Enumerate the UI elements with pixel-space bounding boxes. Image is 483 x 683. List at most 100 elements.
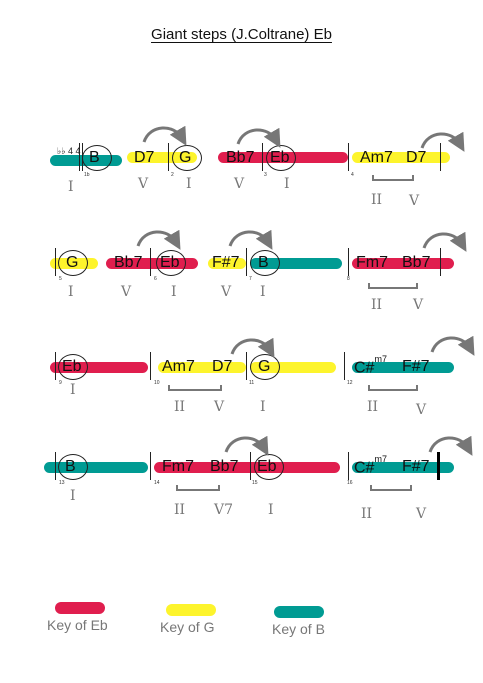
key-stripe-b [352, 462, 454, 473]
chord-symbol: B [65, 458, 76, 475]
roman-numeral: V [121, 284, 132, 300]
roman-numeral: I [70, 488, 76, 504]
legend-label-g: Key of G [160, 619, 215, 635]
key-stripe-g [208, 258, 246, 269]
roman-numeral: II [361, 506, 373, 522]
chord-symbol: Eb [62, 358, 82, 375]
barline [348, 248, 349, 276]
resolution-arrow-icon [420, 131, 465, 152]
chord-symbol: Eb [270, 149, 290, 166]
measure-number: 14 [154, 480, 160, 486]
roman-numeral: II [174, 399, 186, 415]
measure-number: 4 [351, 172, 354, 178]
measure-number: 10 [154, 380, 160, 386]
chord-symbol: Am7 [360, 149, 393, 166]
barline [55, 248, 56, 276]
barline [150, 452, 151, 480]
barline [348, 452, 349, 480]
ii-v-bracket [370, 485, 412, 491]
roman-numeral: II [174, 502, 186, 518]
chord-symbol: Bb7 [226, 149, 255, 166]
legend-swatch-eb [55, 602, 105, 614]
resolution-arrow-icon [142, 125, 187, 146]
chord-symbol: B [89, 149, 100, 166]
roman-numeral: V [138, 176, 149, 192]
measure-number: 6 [154, 276, 157, 282]
ii-v-bracket [368, 283, 418, 289]
legend-swatch-g [166, 604, 216, 616]
key-stripe-eb [154, 462, 340, 473]
barline [168, 143, 169, 171]
chord-symbol: G [66, 254, 79, 271]
measure-number: 3 [264, 172, 267, 178]
ii-v-bracket [368, 385, 418, 391]
key-stripe-eb [50, 362, 148, 373]
key-signature: ♭♭ 4 4 [57, 146, 81, 156]
resolution-arrow-icon [136, 229, 181, 250]
key-stripe-eb [352, 258, 454, 269]
ii-v-bracket [176, 485, 220, 491]
roman-numeral: I [171, 284, 177, 300]
roman-numeral: II [371, 192, 383, 208]
barline [344, 352, 345, 380]
ii-v-bracket [372, 175, 414, 181]
roman-numeral: I [260, 399, 266, 415]
chord-symbol: Fm7 [356, 254, 388, 271]
barline [55, 352, 56, 380]
legend-swatch-b [274, 606, 324, 618]
resolution-arrow-icon [422, 231, 467, 252]
chord-quality: m7 [374, 454, 387, 464]
barline [150, 248, 151, 276]
measure-number: 16 [347, 480, 353, 486]
measure-number: 7 [249, 276, 252, 282]
barline [440, 248, 441, 276]
key-stripe-g [127, 152, 197, 163]
resolution-arrow-icon [224, 435, 269, 456]
tonic-circle [266, 145, 296, 171]
measure-number: 11 [249, 380, 255, 386]
chord-symbol: Am7 [162, 358, 195, 375]
barline [55, 452, 56, 480]
barline [262, 143, 263, 171]
key-stripe-b [352, 362, 454, 373]
ii-v-bracket [168, 385, 222, 391]
barline [250, 452, 251, 480]
roman-numeral: II [367, 399, 379, 415]
tonic-circle [254, 454, 284, 480]
chord-symbol: C#m7 [354, 354, 387, 377]
resolution-arrow-icon [236, 127, 281, 148]
chord-symbol: Bb7 [210, 458, 239, 475]
barline [440, 143, 441, 171]
measure-number: 13 [59, 480, 65, 486]
roman-numeral: I [68, 179, 74, 195]
tonic-circle [58, 354, 88, 380]
legend-label-eb: Key of Eb [47, 617, 108, 633]
key-stripe-b [44, 462, 148, 473]
roman-numeral: I [284, 176, 290, 192]
barline [150, 352, 151, 380]
key-stripe-b [250, 258, 342, 269]
barline [348, 143, 349, 171]
chord-quality: m7 [374, 354, 387, 364]
key-stripe-eb [106, 258, 198, 269]
chord-symbol: B [258, 254, 269, 271]
tonic-circle [58, 250, 88, 276]
measure-number: 1b [84, 172, 90, 178]
chord-symbol: Bb7 [402, 254, 431, 271]
chord-symbol: G [179, 149, 192, 166]
chord-symbol: C#m7 [354, 454, 387, 477]
tonic-circle [58, 454, 88, 480]
chord-symbol: Bb7 [114, 254, 143, 271]
measure-number: 12 [347, 380, 353, 386]
roman-numeral: I [268, 502, 274, 518]
measure-number: 5 [59, 276, 62, 282]
chord-root: C# [354, 359, 375, 377]
chord-symbol: Fm7 [162, 458, 194, 475]
barline [246, 352, 247, 380]
roman-numeral: V [416, 402, 427, 418]
roman-numeral: II [371, 297, 383, 313]
resolution-arrow-icon [230, 337, 275, 358]
key-stripe-g [352, 152, 450, 163]
resolution-arrow-icon [430, 335, 475, 356]
measure-number: 15 [252, 480, 258, 486]
